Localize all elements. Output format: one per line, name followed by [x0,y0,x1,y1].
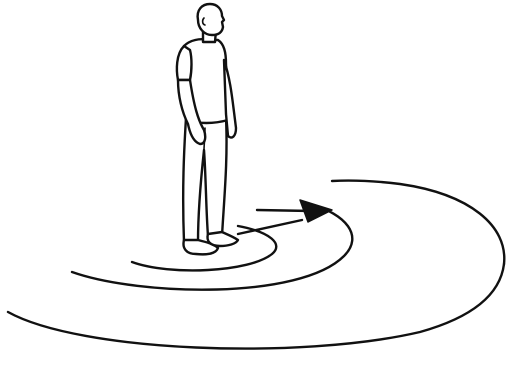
head [198,4,224,35]
right-shoe [208,232,239,246]
spiral-rings [8,181,504,349]
sleeve [177,46,192,80]
arrowhead [300,200,332,222]
standing-man [177,4,238,254]
spiral-ring-3 [8,264,504,349]
spiral-ring-4 [332,181,504,264]
